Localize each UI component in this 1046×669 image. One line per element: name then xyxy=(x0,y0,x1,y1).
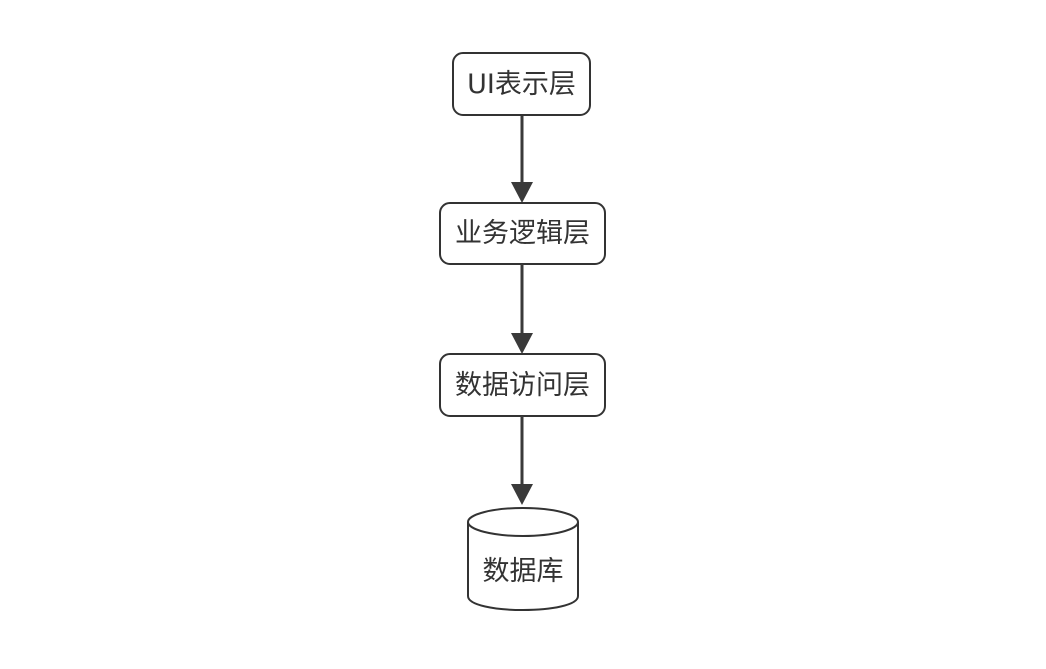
arrow-ui-to-business-icon xyxy=(511,116,533,203)
arrow-business-to-data-access-icon xyxy=(511,264,533,354)
arrow-data-access-to-database-icon xyxy=(511,416,533,505)
database-label: 数据库 xyxy=(482,555,564,587)
node-ui-layer: UI表示层 xyxy=(452,52,591,116)
database-cylinder-icon xyxy=(467,507,579,611)
node-data-access-layer: 数据访问层 xyxy=(439,353,606,417)
node-database: 数据库 xyxy=(466,506,580,612)
node-business-logic-layer: 业务逻辑层 xyxy=(439,202,606,265)
